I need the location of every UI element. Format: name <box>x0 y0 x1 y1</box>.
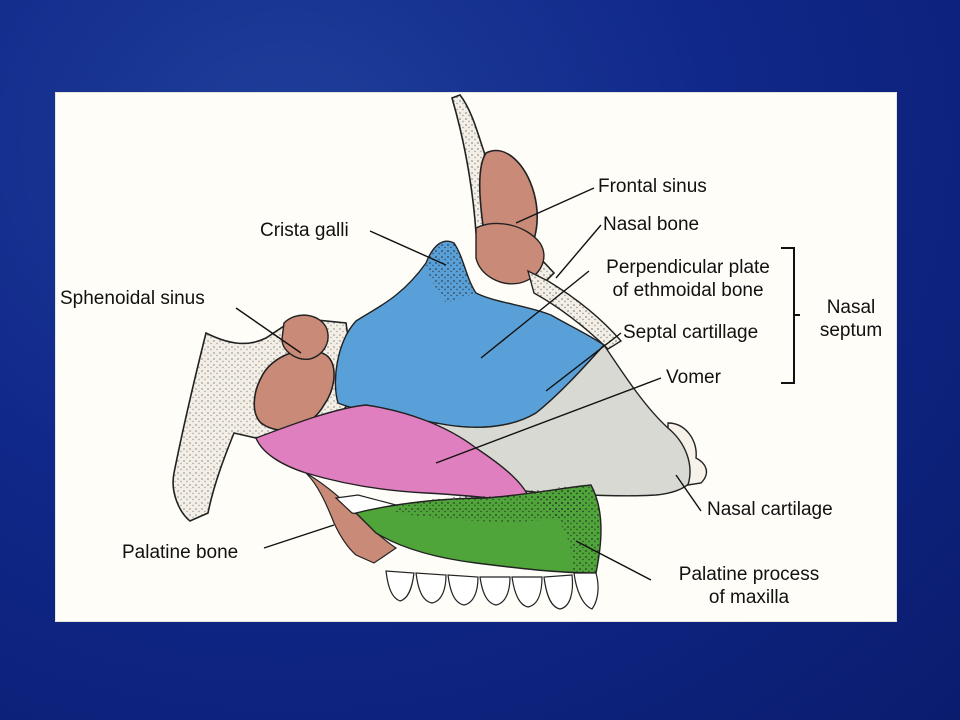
label-palatine-process: Palatine process of maxilla <box>654 563 844 609</box>
leader-vomer <box>435 377 662 464</box>
diagram-panel: Frontal sinus Nasal bone Crista galli Pe… <box>56 93 896 621</box>
label-crista-galli: Crista galli <box>260 220 349 241</box>
nasal-tip <box>667 422 708 486</box>
label-sphenoidal-sinus: Sphenoidal sinus <box>60 288 205 309</box>
teeth <box>385 570 599 610</box>
leader-crista-galli <box>369 230 447 266</box>
label-nasal-septum-line2: septum <box>819 320 883 341</box>
leader-nasal-bone <box>555 224 602 279</box>
label-nasal-bone: Nasal bone <box>603 214 700 235</box>
sphenoidal-sinus-lobe <box>281 314 329 360</box>
label-frontal-sinus: Frontal sinus <box>598 176 707 197</box>
nasal-septum-diagram <box>172 94 800 610</box>
label-nasal-septum-line1: Nasal <box>826 297 876 318</box>
nasal-septum-bracket <box>781 247 800 384</box>
leader-palatine-bone <box>263 524 335 549</box>
frontal-sinus-lower <box>475 222 545 285</box>
label-nasal-septum: Nasal septum <box>806 296 896 342</box>
crista-galli-stipple <box>426 241 476 303</box>
label-palatine-process-line1: Palatine process <box>678 564 820 585</box>
label-septal-cartilage: Septal cartillage <box>623 322 759 343</box>
label-nasal-cartilage: Nasal cartilage <box>707 499 833 520</box>
label-perpendicular-plate-line2: of ethmoidal bone <box>612 280 764 301</box>
label-vomer: Vomer <box>666 367 721 388</box>
leader-palatine-process <box>575 540 652 581</box>
leader-frontal-sinus <box>515 187 595 224</box>
leader-nasal-cartilage <box>675 474 702 512</box>
label-palatine-bone: Palatine bone <box>122 542 239 563</box>
leader-septal-cartilage <box>545 332 622 392</box>
label-palatine-process-line2: of maxilla <box>708 587 790 608</box>
leader-sphenoidal-sinus <box>235 307 302 354</box>
leader-perpendicular-plate <box>480 270 590 359</box>
label-perpendicular-plate-line1: Perpendicular plate <box>606 257 770 278</box>
label-perpendicular-plate: Perpendicular plate of ethmoidal bone <box>590 256 786 302</box>
